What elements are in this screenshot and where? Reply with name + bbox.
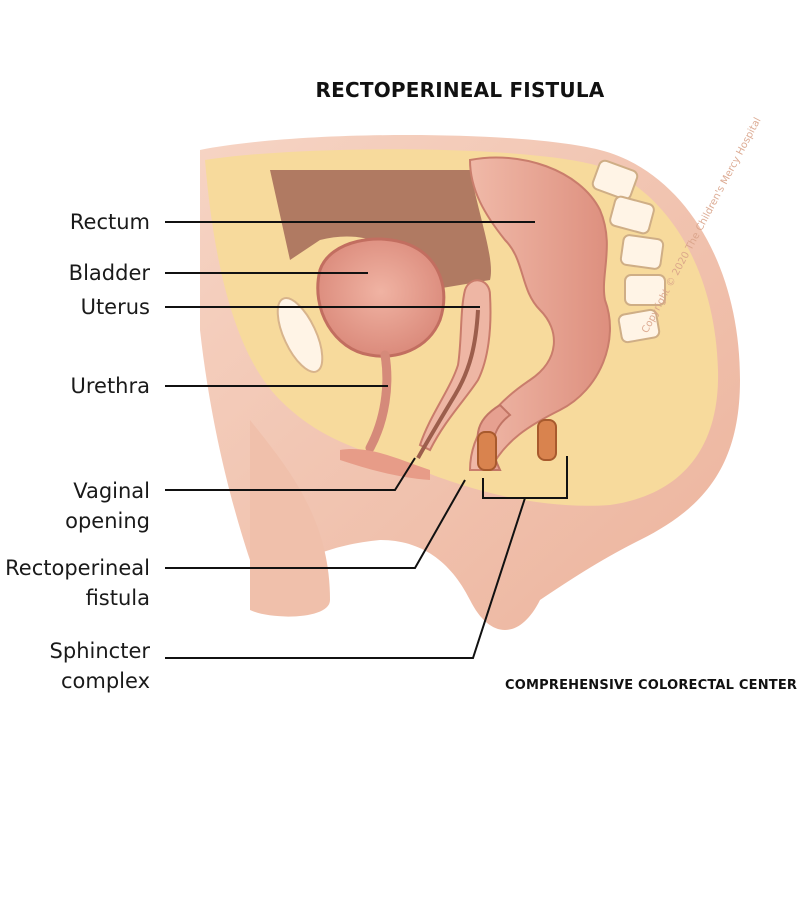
label-urethra: Urethra (70, 374, 150, 398)
diagram-title: RECTOPERINEAL FISTULA (315, 78, 605, 102)
vaginal-canal (416, 309, 480, 459)
uterus-organ (418, 279, 492, 452)
label-rectoperineal-fistula: Rectoperineal fistula (5, 556, 150, 610)
label-uterus: Uterus (80, 295, 150, 319)
sphincter-right (537, 419, 557, 461)
label-bladder: Bladder (68, 261, 150, 285)
bladder-organ (316, 237, 446, 358)
urethra-organ (365, 350, 392, 453)
leader-fistula (165, 479, 466, 569)
pubic-bone (276, 297, 324, 373)
leader-sphincter (165, 497, 526, 659)
abdominal-cavity (270, 170, 491, 290)
footer-center-name: COMPREHENSIVE COLORECTAL CENTER (505, 678, 798, 693)
perineum (340, 449, 430, 480)
leader-vaginal-opening (165, 457, 416, 491)
spine (591, 159, 666, 344)
label-sphincter-complex: Sphincter complex (49, 639, 150, 693)
label-rectum: Rectum (69, 210, 150, 234)
leader-lines (165, 221, 568, 659)
label-vaginal-opening: Vaginal opening (65, 479, 150, 533)
sphincter-left (477, 431, 497, 471)
